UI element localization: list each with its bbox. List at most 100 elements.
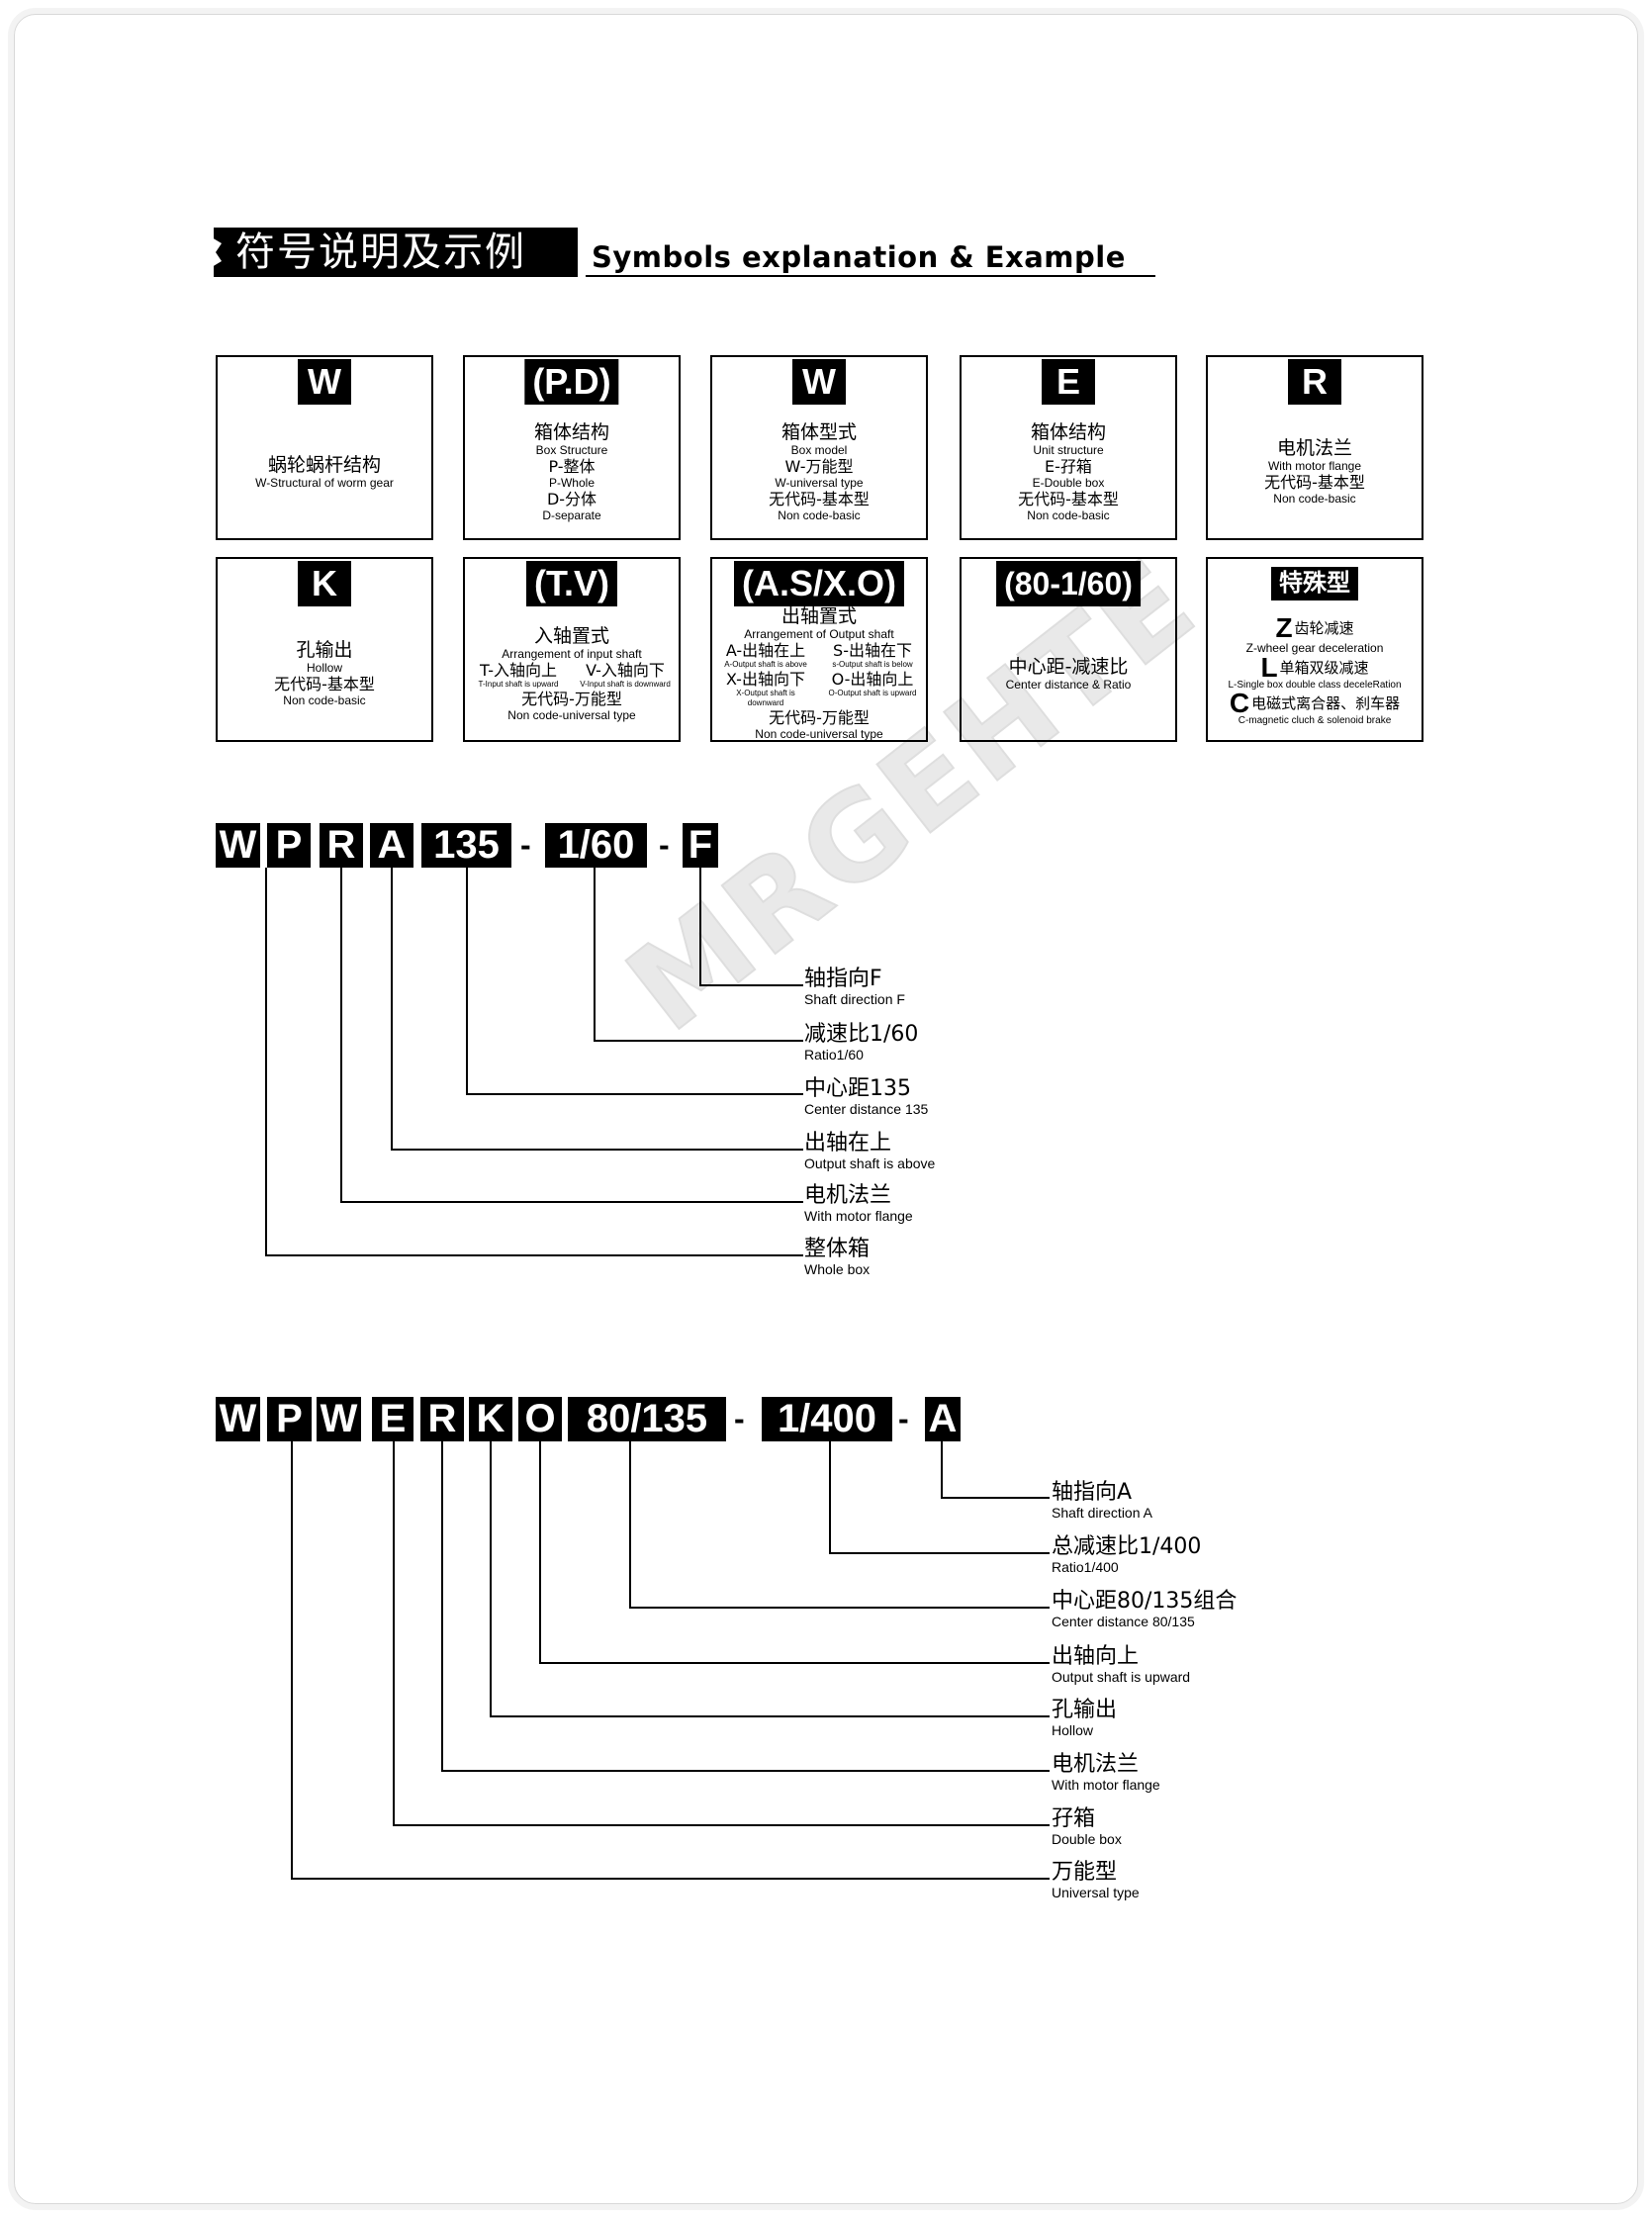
connector-line (265, 868, 267, 1255)
symbol-desc-zh: 出轴置式 (780, 605, 857, 627)
option-none-zh: 无代码-基本型 (274, 675, 375, 693)
page-frame (14, 14, 1638, 2204)
option-none-zh: 无代码-基本型 (1018, 489, 1119, 508)
model-code-dash: - (659, 827, 670, 863)
option-none-en: Non code-universal type (507, 707, 636, 722)
symbol-code: W (298, 359, 351, 405)
model-code-tile: R (320, 823, 363, 868)
option-d-zh: D-分体 (546, 489, 597, 508)
model-code-tile: P (267, 823, 311, 868)
symbol-desc-zh: 入轴置式 (533, 624, 609, 647)
connector-line (340, 1201, 803, 1203)
model-code-dash: - (898, 1401, 909, 1436)
special-c-en: C-magnetic cluch & solenoid brake (1238, 714, 1392, 726)
model-code-tile: E (372, 1397, 413, 1441)
symbol-box-w: W 蜗轮蜗杆结构 W-Structural of worm gear (216, 355, 433, 540)
symbol-code: (T.V) (526, 561, 617, 606)
connector-line (441, 1441, 443, 1771)
symbol-code: R (1288, 359, 1341, 405)
special-l-en: L-Single box double class deceleRation (1228, 679, 1402, 691)
connector-line (291, 1878, 1050, 1880)
connector-line (699, 868, 701, 985)
connector-line (539, 1441, 541, 1663)
special-z-en: Z-wheel gear deceleration (1245, 640, 1384, 655)
badge-notch (212, 237, 222, 267)
model-code-tile: 1/400 (762, 1397, 892, 1441)
symbol-code: (P.D) (524, 359, 619, 405)
symbol-desc-zh: 箱体型式 (780, 420, 857, 443)
connector-line (393, 1824, 1050, 1826)
model-code-tile: A (925, 1397, 961, 1441)
connector-line (490, 1441, 492, 1716)
symbol-desc-zh: 电机法兰 (1276, 437, 1352, 459)
model-code-tile: W (216, 1397, 260, 1441)
connector-line (291, 1441, 293, 1879)
symbol-box-pd: (P.D) 箱体结构 Box Structure P-整体 P-Whole D-… (463, 355, 681, 540)
option-none-en: Non code-universal type (755, 727, 883, 741)
model-code-tile: O (518, 1397, 562, 1441)
connector-line (393, 1441, 395, 1825)
symbol-code: E (1042, 359, 1095, 405)
symbol-desc-en: Hollow (306, 661, 342, 675)
section-title-en: Symbols explanation & Example (592, 240, 1126, 274)
symbol-box-box-model: W 箱体型式 Box model W-万能型 W-universal type … (710, 355, 928, 540)
symbol-box-as-xo: (A.S/X.O) 出轴置式 Arrangement of Output sha… (710, 557, 928, 742)
option-none-zh: 无代码-基本型 (769, 489, 870, 508)
model-code-dash: - (734, 1401, 745, 1436)
symbol-desc-en: With motor flange (1267, 459, 1362, 473)
option-x-zh: X-出轴向下 (726, 670, 805, 689)
model-code-tile: R (420, 1397, 464, 1441)
symbol-code: W (792, 359, 846, 405)
title-underline (586, 275, 1155, 277)
model-code-tile: P (267, 1397, 312, 1441)
symbol-box-tv: (T.V) 入轴置式 Arrangement of input shaft T-… (463, 557, 681, 742)
symbol-box-center-ratio: (80-1/60) 中心距-减速比 Center distance & Rati… (960, 557, 1177, 742)
option-e-zh: E-孖箱 (1045, 456, 1092, 476)
connector-line (391, 868, 393, 1150)
symbol-desc-zh: 中心距-减速比 (1008, 655, 1129, 678)
symbol-code: K (298, 561, 351, 606)
symbol-desc-en: Arrangement of Output shaft (744, 627, 894, 641)
option-none-en: Non code-basic (1027, 508, 1110, 522)
model-code-dash: - (520, 827, 531, 863)
option-e-en: E-Double box (1032, 475, 1105, 490)
connector-line (629, 1607, 1050, 1609)
option-none-en: Non code-basic (1273, 492, 1356, 506)
option-p-en: P-Whole (548, 475, 595, 490)
option-a-zh: A-出轴在上 (725, 641, 806, 660)
model-code-tile: W (216, 823, 260, 868)
special-l-letter: L (1260, 651, 1278, 683)
connector-line (829, 1552, 1050, 1554)
symbol-desc-en: W-Structural of worm gear (255, 475, 394, 490)
connector-line (594, 868, 596, 1041)
symbol-desc-zh: 箱体结构 (533, 420, 609, 443)
connector-line (466, 868, 468, 1094)
connector-line (941, 1441, 943, 1498)
option-none-zh: 无代码-万能型 (521, 689, 622, 708)
symbol-box-k: K 孔输出 Hollow 无代码-基本型 Non code-basic (216, 557, 433, 742)
option-x-en: X-Output shaft is downward (736, 689, 795, 707)
option-none-en: Non code-basic (778, 508, 861, 522)
section-title-zh: 符号说明及示例 (235, 230, 526, 275)
option-o-zh: O-出轴向上 (831, 670, 914, 689)
connector-line (441, 1770, 1050, 1772)
model-code-tile: W (317, 1397, 361, 1441)
option-s-en: s-Output shaft is below (832, 660, 913, 669)
option-a-en: A-Output shaft is above (724, 660, 807, 669)
special-z-letter: Z (1275, 611, 1293, 643)
symbol-desc-en: Unit structure (1033, 442, 1104, 457)
